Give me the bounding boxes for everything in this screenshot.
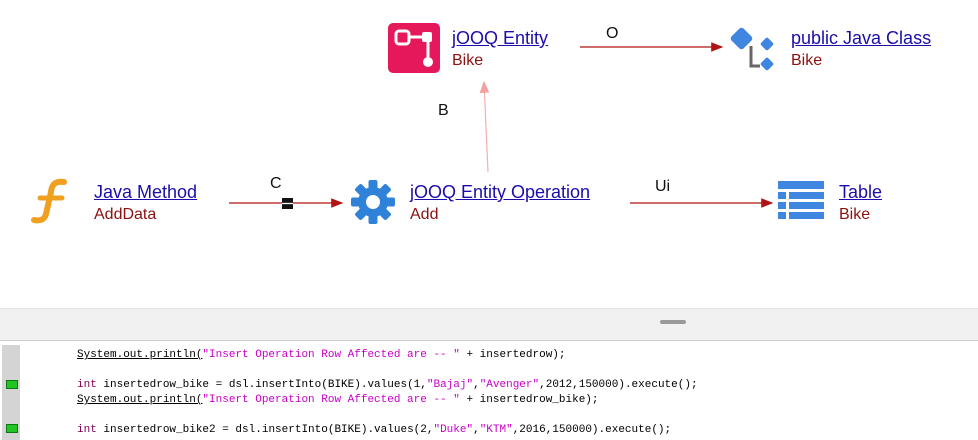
java-class-icon [730, 27, 774, 71]
code-gutter [2, 345, 20, 440]
jooq-entity-title[interactable]: jOOQ Entity [452, 28, 549, 48]
code-line: int insertedrow_bike = dsl.insertInto(BI… [77, 379, 698, 391]
java-method-title[interactable]: Java Method [94, 182, 198, 202]
edge-label-c: C [270, 175, 282, 192]
table-title[interactable]: Table [839, 182, 883, 202]
splitter-grip-handle[interactable] [660, 320, 686, 324]
edge-label-ui: Ui [655, 178, 671, 195]
edge-label-o: O [606, 25, 619, 42]
java-method-icon [31, 178, 67, 224]
jooq-operation-subtitle: Add [410, 206, 439, 223]
line-marker[interactable] [6, 380, 18, 389]
code-editor[interactable]: System.out.println("Insert Operation Row… [0, 340, 978, 440]
gear-icon [351, 180, 395, 224]
edge-operation-to-entity[interactable] [479, 80, 490, 173]
code-line: System.out.println("Insert Operation Row… [77, 394, 599, 406]
java-class-subtitle: Bike [791, 52, 823, 69]
jooq-operation-title[interactable]: jOOQ Entity Operation [410, 182, 591, 202]
dependency-diagram: jOOQ Entity Bike public Java Class Bike … [31, 23, 932, 224]
code-line: int insertedrow_bike2 = dsl.insertInto(B… [77, 424, 672, 436]
diagram-edges [229, 42, 774, 209]
panel-splitter[interactable] [0, 308, 978, 341]
jooq-entity-icon [388, 23, 440, 73]
jooq-entity-subtitle: Bike [452, 52, 484, 69]
table-subtitle: Bike [839, 206, 871, 223]
table-icon [778, 181, 824, 219]
code-line: System.out.println("Insert Operation Row… [77, 349, 566, 361]
line-marker[interactable] [6, 424, 18, 433]
java-method-subtitle: AddData [94, 206, 157, 223]
edge-label-b: B [438, 102, 449, 119]
java-class-title[interactable]: public Java Class [791, 28, 932, 48]
